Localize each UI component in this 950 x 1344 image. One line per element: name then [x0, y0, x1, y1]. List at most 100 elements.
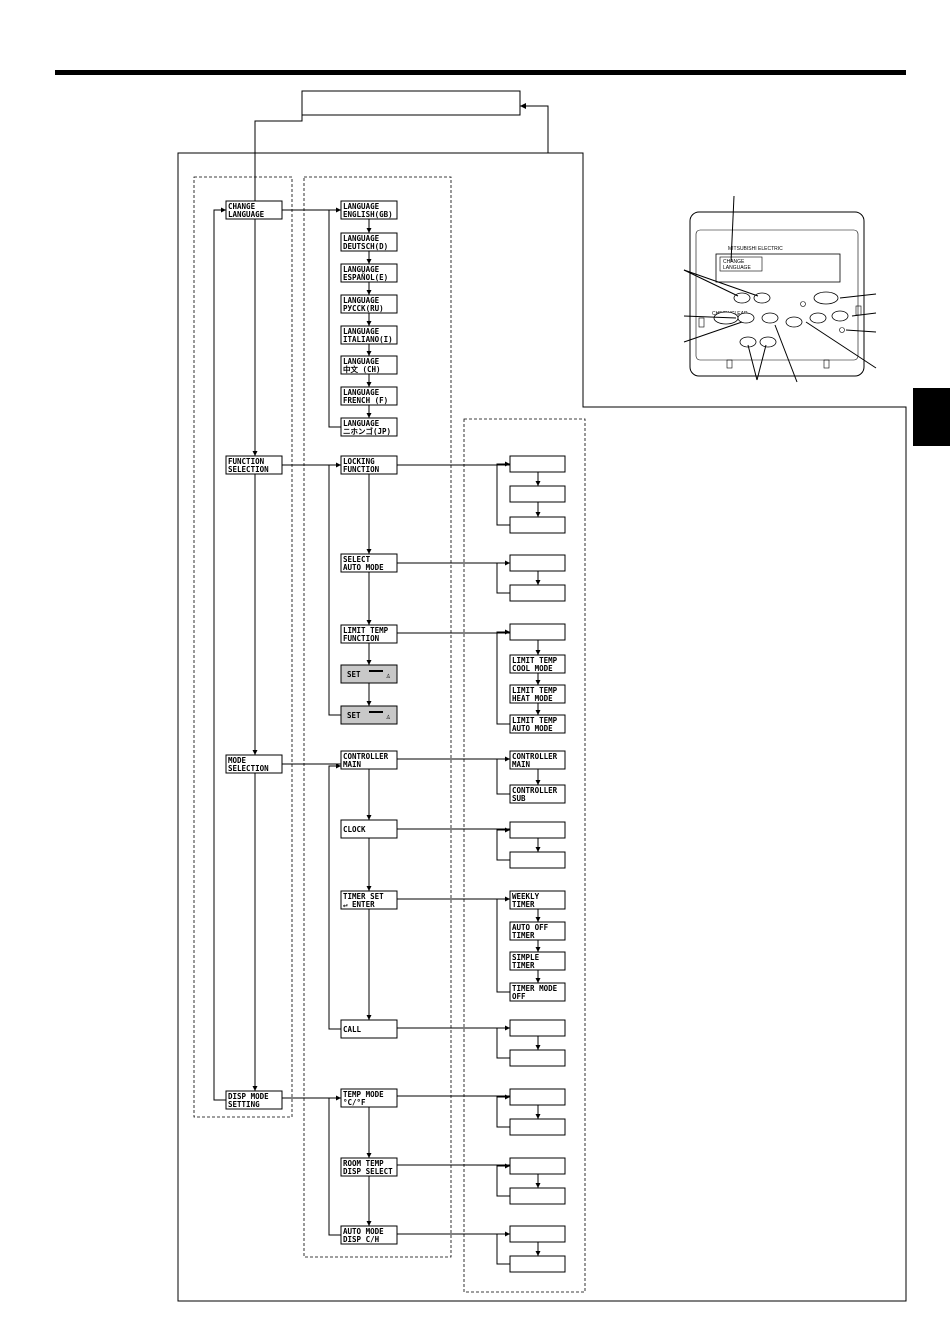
arrow-down	[366, 886, 372, 891]
arrow-down	[366, 321, 372, 326]
language-option-5-line2: 中文 (CH)	[343, 364, 381, 374]
arrow-down	[535, 650, 541, 655]
room-temp-options-blank-0	[509, 1157, 566, 1175]
set-screen-0: SET♙	[340, 664, 398, 684]
main-menu-mode-selection-frame	[225, 754, 283, 774]
mode-item-1-frame	[340, 819, 398, 839]
limit-temp-blank	[509, 623, 566, 641]
function-item-2-line2: FUNCTION	[343, 634, 380, 643]
language-option-7-line1: LANGUAGE	[343, 419, 380, 428]
col1-frame	[193, 176, 293, 1118]
language-option-4-line2: ITALIANO(I)	[343, 335, 393, 344]
remote-indicator-icon	[800, 301, 806, 307]
col2-frame	[303, 176, 452, 1258]
arrow-down	[366, 351, 372, 356]
language-option-0-line1: LANGUAGE	[343, 202, 380, 211]
remote-mode-button[interactable]	[761, 312, 779, 324]
timer-option-1-line1: AUTO OFF	[512, 923, 549, 932]
mode-item-1: CLOCK	[340, 819, 398, 839]
col3-frame	[463, 418, 586, 1293]
call-options-blank-1	[509, 1049, 566, 1067]
top-exit-arrow	[520, 103, 526, 109]
top-blank-box	[301, 90, 521, 116]
disp-item-1-frame	[340, 1157, 398, 1177]
language-option-2-line1: LANGUAGE	[343, 265, 380, 274]
menu-boxes: CHANGELANGUAGEFUNCTIONSELECTIONMODESELEC…	[225, 200, 566, 1273]
arrow-down	[535, 680, 541, 685]
top-exit-line	[520, 105, 549, 153]
disp-item-1-line2: DISP SELECT	[343, 1167, 393, 1176]
language-option-2-line2: ESPAÑOL(E)	[343, 273, 388, 282]
locking-options-blank-2	[509, 516, 566, 534]
arrow-down	[366, 549, 372, 554]
remote-foot-right	[823, 359, 830, 369]
remote-enter-button[interactable]	[737, 312, 755, 324]
room-temp-options-blank-1	[509, 1187, 566, 1205]
remote-timer-up-button[interactable]	[759, 336, 777, 348]
remote-fan-button[interactable]	[785, 316, 803, 328]
controller-option-0-line1: CONTROLLER	[512, 752, 558, 761]
remote-louver-button[interactable]	[831, 310, 849, 322]
mode-item-2: TIMER SET↵ ENTER	[340, 890, 398, 910]
arrow-down	[252, 1086, 258, 1091]
remote-brand: MITSUBISHI ELECTRIC	[728, 246, 783, 252]
function-item-0-frame	[340, 455, 398, 475]
auto-mode-options-blank-0	[509, 554, 566, 572]
auto-mode-disp-options-loop-line	[496, 1233, 510, 1265]
limit-temp-mode-2-line2: AUTO MODE	[512, 724, 553, 733]
temp-mode-options-blank-1	[509, 1118, 566, 1136]
disp-item-0-line2: °C/°F	[343, 1098, 366, 1107]
remote-lcd-line2: LANGUAGE	[723, 265, 751, 271]
arrow-down	[535, 847, 541, 852]
mode-item-0-line1: CONTROLLER	[343, 752, 389, 761]
arrow-right	[505, 629, 510, 635]
main-menu-mode-selection-line1: MODE	[228, 756, 247, 765]
disp-item-2-frame	[340, 1225, 398, 1245]
controller-option-1-frame	[509, 784, 566, 804]
call-options-loop-line	[496, 1027, 510, 1059]
arrow-down	[535, 1114, 541, 1119]
remote-temp-up-button[interactable]	[753, 292, 771, 304]
controller-loop-line	[496, 758, 510, 795]
remote-temp-down-button[interactable]	[733, 292, 751, 304]
language-option-6-line2: FRENCH (F)	[343, 396, 388, 405]
mode-item-0-line2: MAIN	[343, 760, 362, 769]
disp-item-2-line2: DISP C/H	[343, 1235, 380, 1244]
clock-options-loop-line	[496, 829, 510, 861]
main-menu-function-selection-line2: SELECTION	[228, 465, 269, 474]
remote-on-off-button[interactable]	[813, 291, 839, 305]
limit-temp-mode-1-frame	[509, 684, 566, 704]
language-option-2-frame	[340, 263, 398, 283]
col1-loop-line	[213, 209, 226, 1101]
controller-option-0-line2: MAIN	[512, 760, 531, 769]
clock-options-blank-0	[509, 821, 566, 839]
set-screen-frame	[340, 705, 398, 725]
remote-callout-lines	[683, 195, 877, 383]
mode-item-1-line1: CLOCK	[343, 825, 366, 834]
arrow-right	[505, 1094, 510, 1100]
mode-loop-line	[328, 765, 341, 1030]
remote-vane-button[interactable]	[809, 312, 827, 324]
call-options-blank-0	[509, 1019, 566, 1037]
disp-item-0-line1: TEMP MODE	[343, 1090, 384, 1099]
language-option-1-line1: LANGUAGE	[343, 234, 380, 243]
set-label: SET	[347, 711, 361, 720]
person-icon: ♙	[386, 712, 391, 721]
limit-temp-mode-2-frame	[509, 714, 566, 734]
room-temp-options-loop-line	[496, 1165, 510, 1197]
arrow-down	[366, 815, 372, 820]
locking-options-blank-0	[509, 455, 566, 473]
limit-temp-mode-1-line1: LIMIT TEMP	[512, 686, 558, 695]
